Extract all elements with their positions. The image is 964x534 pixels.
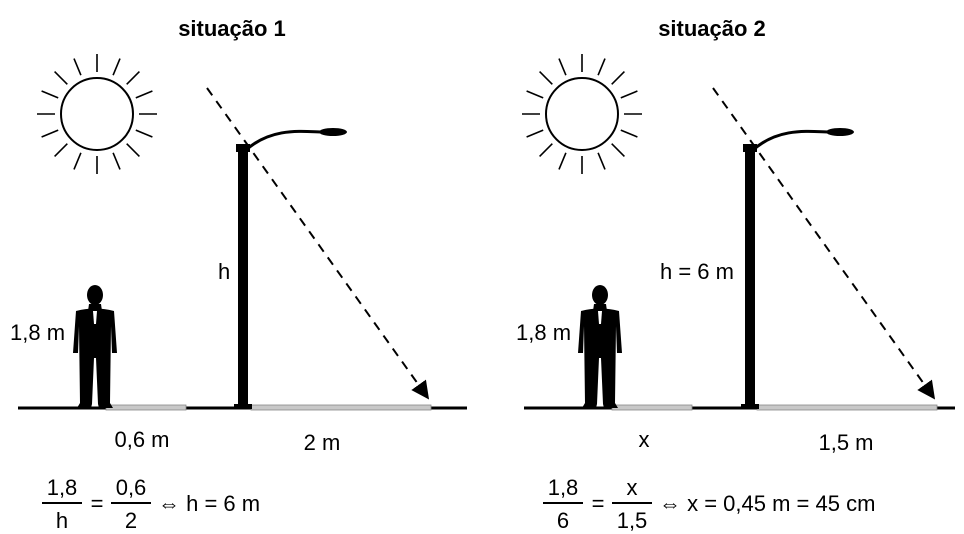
situation-1: situação 1 1,8 m h 0,6 m 2 m 1,8 h = 0,6… [10,16,467,533]
eq1-equals: = [91,491,104,516]
person-silhouette-icon [578,285,622,408]
sun-icon [36,53,158,175]
person-shadow [105,404,187,411]
eq2-right-denominator: 1,5 [617,508,648,533]
eq1-left-denominator: h [56,508,68,533]
eq1-result: ⇔ h = 6 m [158,491,260,516]
sun-icon [521,53,643,175]
situation-1-title: situação 1 [178,16,286,41]
eq2-left-denominator: 6 [557,508,569,533]
person-height-label: 1,8 m [516,320,571,345]
eq2-result: ⇔ x = 0,45 m = 45 cm [659,491,875,516]
situation-2: situação 2 1,8 m h = 6 m x 1,5 m 1,8 6 =… [516,16,955,533]
equation-2: 1,8 6 = x 1,5 ⇔ x = 0,45 m = 45 cm [543,475,875,533]
person-shadow [611,404,693,411]
pole-shadow [756,404,938,411]
street-lamp-icon [739,126,856,411]
equation-1: 1,8 h = 0,6 2 ⇔ h = 6 m [42,475,260,533]
pole-height-label: h [218,259,230,284]
person-silhouette-icon [73,285,117,408]
eq2-right-numerator: x [627,475,638,500]
eq1-right-numerator: 0,6 [116,475,147,500]
situation-2-title: situação 2 [658,16,766,41]
eq1-right-denominator: 2 [125,508,137,533]
pole-shadow-label: 2 m [304,430,341,455]
person-height-label: 1,8 m [10,320,65,345]
eq2-equals: = [592,491,605,516]
pole-height-label: h = 6 m [660,259,734,284]
person-shadow-label: x [639,427,650,452]
eq2-left-numerator: 1,8 [548,475,579,500]
eq1-left-numerator: 1,8 [47,475,78,500]
street-lamp-icon [232,126,349,411]
pole-shadow [250,404,432,411]
pole-shadow-label: 1,5 m [818,430,873,455]
person-shadow-label: 0,6 m [114,427,169,452]
